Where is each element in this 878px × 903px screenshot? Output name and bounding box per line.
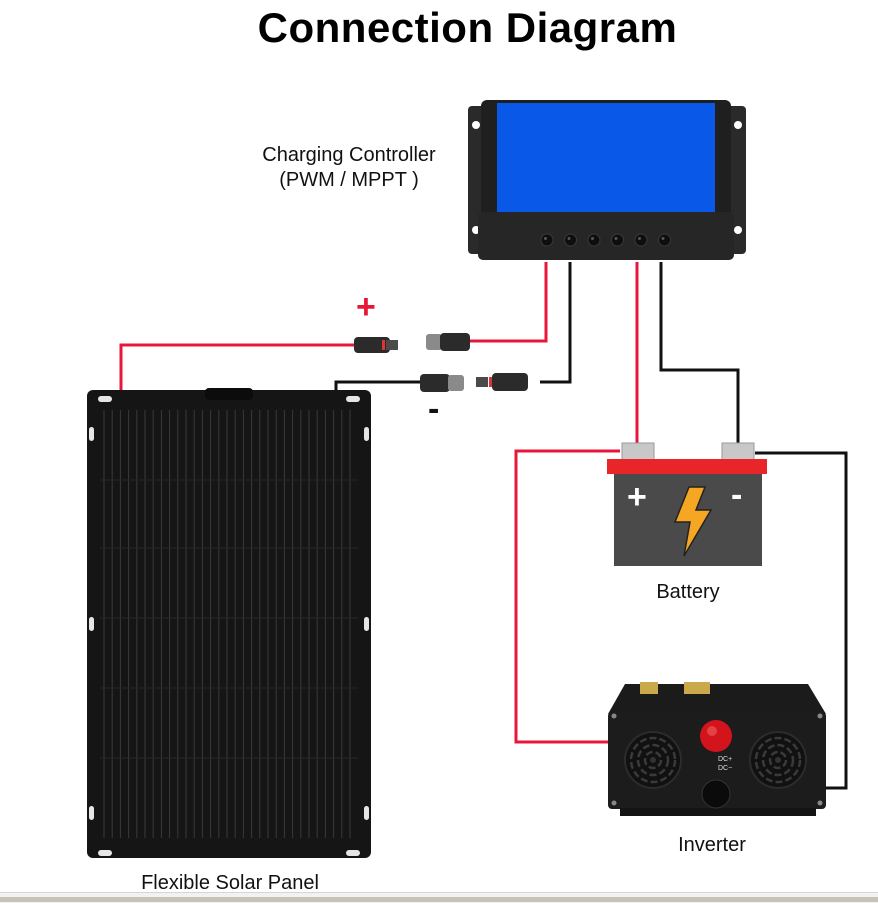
inverter-label: Inverter bbox=[678, 834, 746, 856]
dc-positive-label: DC+ bbox=[718, 756, 732, 763]
inverter-top-panel bbox=[684, 682, 710, 694]
grommet bbox=[98, 396, 112, 402]
solar-cell-grid bbox=[100, 410, 358, 838]
controller-terminal-screw bbox=[634, 233, 648, 247]
grommet bbox=[89, 617, 94, 631]
flexible-solar-panel bbox=[87, 388, 371, 858]
inverter-top bbox=[608, 684, 826, 714]
wire-controller-pv-positive bbox=[468, 262, 548, 343]
controller-terminal-screw bbox=[540, 233, 554, 247]
grommet bbox=[364, 806, 369, 820]
window-bottom-edge bbox=[0, 892, 878, 903]
inverter: DC+ DC− bbox=[608, 682, 826, 816]
fan-grille-right bbox=[749, 731, 807, 789]
lightning-bolt-icon bbox=[673, 486, 713, 557]
mount-hole bbox=[734, 226, 742, 234]
battery bbox=[607, 442, 767, 566]
controller-terminal-screw bbox=[587, 233, 601, 247]
dc-positive-terminal bbox=[700, 720, 732, 752]
grommet bbox=[346, 850, 360, 856]
controller-screen bbox=[497, 103, 715, 213]
controller-label-line2: (PWM / MPPT ) bbox=[279, 169, 419, 191]
inverter-base bbox=[620, 808, 816, 816]
controller-terminal-screw bbox=[564, 233, 577, 247]
mc4-connector-negative-male bbox=[476, 373, 528, 391]
controller-terminal-screw bbox=[611, 233, 624, 247]
grommet bbox=[98, 850, 112, 856]
mc4-connector-positive-male bbox=[354, 337, 398, 353]
junction-box bbox=[205, 388, 253, 400]
mc4-connector-negative-female bbox=[420, 374, 464, 392]
wire-solar-positive bbox=[119, 343, 360, 392]
mc4-connector-positive-female bbox=[426, 333, 470, 351]
battery-terminal-positive bbox=[621, 442, 655, 461]
dc-negative-label: DC− bbox=[718, 765, 732, 772]
wire-controller-pv-negative bbox=[540, 262, 572, 384]
mount-hole bbox=[734, 121, 742, 129]
battery-positive-sign: + bbox=[627, 478, 647, 516]
controller-label: Charging Controller (PWM / MPPT ) bbox=[240, 143, 458, 193]
grommet bbox=[364, 427, 369, 441]
controller-terminals bbox=[540, 233, 671, 247]
controller-label-line1: Charging Controller bbox=[262, 144, 436, 166]
inverter-top-panel bbox=[640, 682, 658, 694]
grommet bbox=[89, 427, 94, 441]
solar-panel-body bbox=[87, 390, 371, 858]
mount-hole bbox=[472, 121, 480, 129]
battery-label: Battery bbox=[656, 581, 720, 603]
solar-panel-label: Flexible Solar Panel bbox=[141, 872, 319, 894]
wire-controller-battery-negative bbox=[659, 262, 740, 444]
mc4-connectors bbox=[354, 333, 528, 392]
battery-lid bbox=[607, 459, 767, 474]
grommet bbox=[346, 396, 360, 402]
controller-terminal-screw bbox=[658, 233, 671, 247]
connector-negative-sign: - bbox=[428, 390, 440, 428]
controller-terminal-block bbox=[478, 212, 734, 260]
wire-solar-negative bbox=[334, 380, 420, 392]
battery-negative-sign: - bbox=[731, 476, 743, 514]
diagram-title: Connection Diagram bbox=[257, 4, 678, 51]
fan-grille-left bbox=[624, 731, 682, 789]
grommet bbox=[89, 806, 94, 820]
charging-controller bbox=[468, 100, 746, 260]
connector-positive-sign: + bbox=[356, 288, 376, 326]
battery-terminal-negative bbox=[721, 442, 755, 461]
grommet bbox=[364, 617, 369, 631]
dc-negative-terminal bbox=[701, 779, 731, 809]
